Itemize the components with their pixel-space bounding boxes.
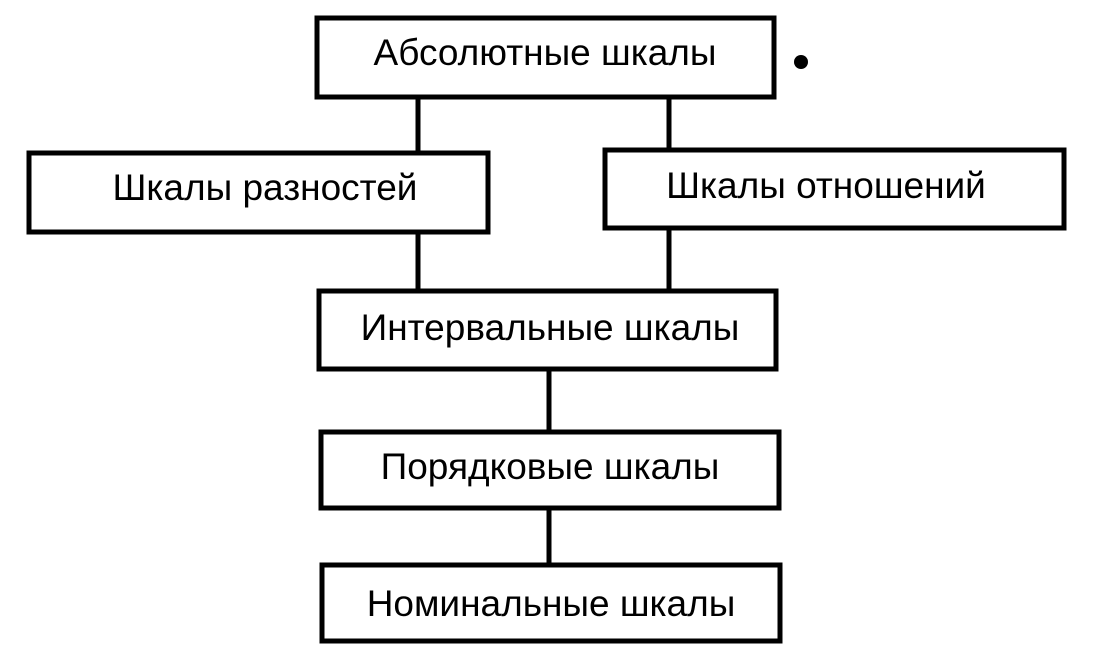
node-ordinal: Порядковые шкалы — [318, 429, 782, 511]
node-interval-label: Интервальные шкалы — [361, 307, 740, 348]
node-nominal-label: Номинальные шкалы — [367, 583, 736, 624]
bullet-mark — [794, 55, 808, 69]
node-differences: Шкалы разностей — [26, 150, 491, 235]
node-ratios-label: Шкалы отношений — [666, 165, 986, 206]
node-interval: Интервальные шкалы — [316, 288, 779, 372]
node-differences-label: Шкалы разностей — [113, 167, 418, 208]
node-absolute: Абсолютные шкалы — [314, 15, 777, 100]
node-ratios: Шкалы отношений — [602, 147, 1067, 231]
node-absolute-label: Абсолютные шкалы — [374, 32, 717, 73]
node-nominal: Номинальные шкалы — [319, 562, 783, 644]
node-ordinal-label: Порядковые шкалы — [381, 446, 720, 487]
